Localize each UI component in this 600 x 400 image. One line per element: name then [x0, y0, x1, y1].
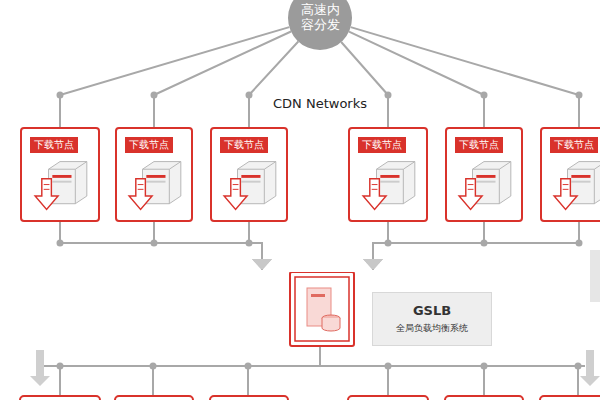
connector — [246, 222, 273, 270]
gslb-subtitle: 全局负载均衡系统 — [396, 322, 468, 335]
node-tag: 下载节点 — [358, 137, 406, 153]
gslb-node: GSLB 全局负载均衡系统 — [255, 272, 495, 348]
connector — [349, 32, 488, 127]
connector — [57, 222, 273, 270]
lower-bus-dots — [57, 363, 582, 370]
connector — [246, 42, 299, 128]
hub-text: 高速内容分发 — [299, 3, 341, 33]
node-tag: 下载节点 — [455, 137, 503, 153]
lower-node-tops — [20, 396, 600, 400]
download-node: 下载节点 — [348, 127, 428, 222]
download-node: 下载节点 — [115, 127, 193, 222]
connector — [363, 222, 488, 270]
lower-bus — [40, 365, 585, 367]
download-node: 下载节点 — [540, 127, 600, 222]
node-tag: 下载节点 — [550, 137, 598, 153]
download-node: 下载节点 — [210, 127, 288, 222]
side-tab — [590, 250, 600, 302]
network-label: CDN Networks — [269, 96, 371, 112]
gslb-title: GSLB — [413, 303, 451, 318]
connector — [363, 222, 392, 270]
connector — [341, 42, 391, 127]
connector — [363, 222, 583, 270]
lower-drops — [60, 366, 578, 396]
gslb-server-icon — [255, 272, 355, 348]
node-tag: 下载节点 — [125, 137, 173, 153]
connector — [151, 222, 273, 270]
gslb-callout: GSLB 全局负载均衡系统 — [372, 292, 492, 346]
hub-circle: 高速内容分发 — [288, 0, 352, 50]
download-node: 下载节点 — [445, 127, 523, 222]
connector — [57, 27, 290, 127]
download-node: 下载节点 — [20, 127, 100, 222]
grey-side-arrows — [30, 350, 600, 386]
connector — [351, 27, 583, 127]
node-tag: 下载节点 — [220, 137, 268, 153]
gslb-drop-line — [319, 346, 321, 366]
node-tag: 下载节点 — [30, 137, 78, 153]
connector — [151, 32, 292, 128]
